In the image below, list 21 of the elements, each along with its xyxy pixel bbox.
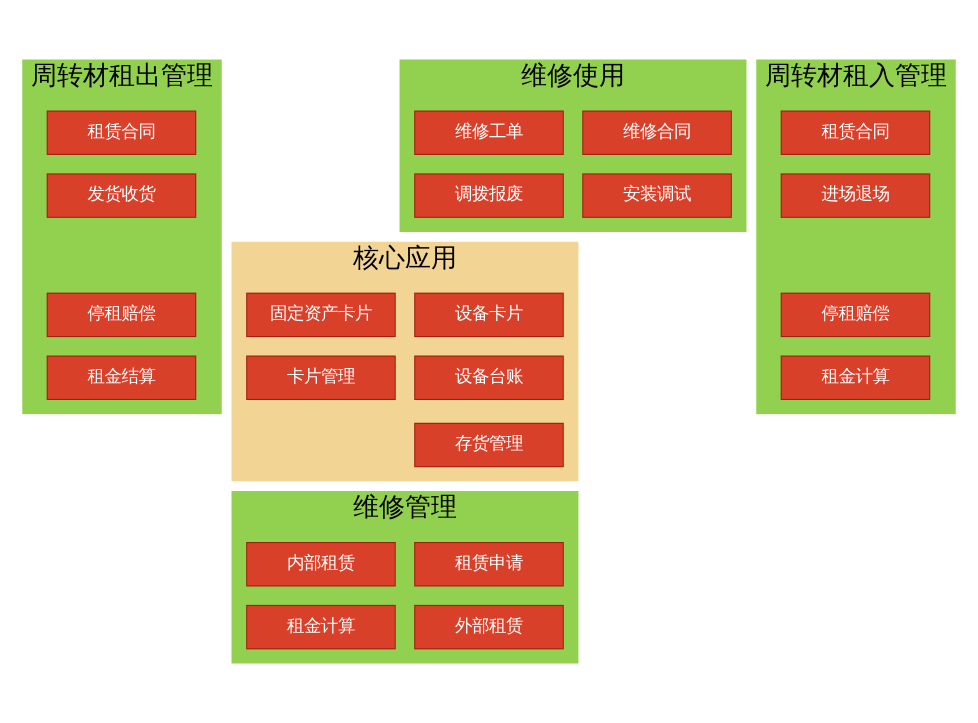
node-box: 外部租赁	[414, 604, 564, 650]
node-box: 租赁合同	[46, 110, 196, 155]
node-box: 租赁合同	[780, 110, 930, 155]
node-box: 设备卡片	[414, 292, 564, 338]
node-box: 停租赔偿	[46, 292, 196, 338]
node-box: 固定资产卡片	[246, 292, 396, 338]
node-box: 存货管理	[414, 422, 564, 468]
node-box: 租金计算	[780, 356, 930, 400]
node-box: 维修工单	[414, 110, 564, 155]
node-box: 进场退场	[780, 173, 930, 218]
node-box: 发货收货	[46, 173, 196, 218]
node-box: 调拨报废	[414, 173, 564, 218]
node-box: 卡片管理	[246, 356, 396, 400]
node-box: 租金结算	[46, 356, 196, 400]
node-box: 设备台账	[414, 356, 564, 400]
node-box: 维修合同	[582, 110, 732, 155]
node-box: 租赁申请	[414, 542, 564, 586]
node-box: 租金计算	[246, 604, 396, 650]
node-box: 停租赔偿	[780, 292, 930, 338]
node-box: 安装调试	[582, 173, 732, 218]
node-box: 内部租赁	[246, 542, 396, 586]
